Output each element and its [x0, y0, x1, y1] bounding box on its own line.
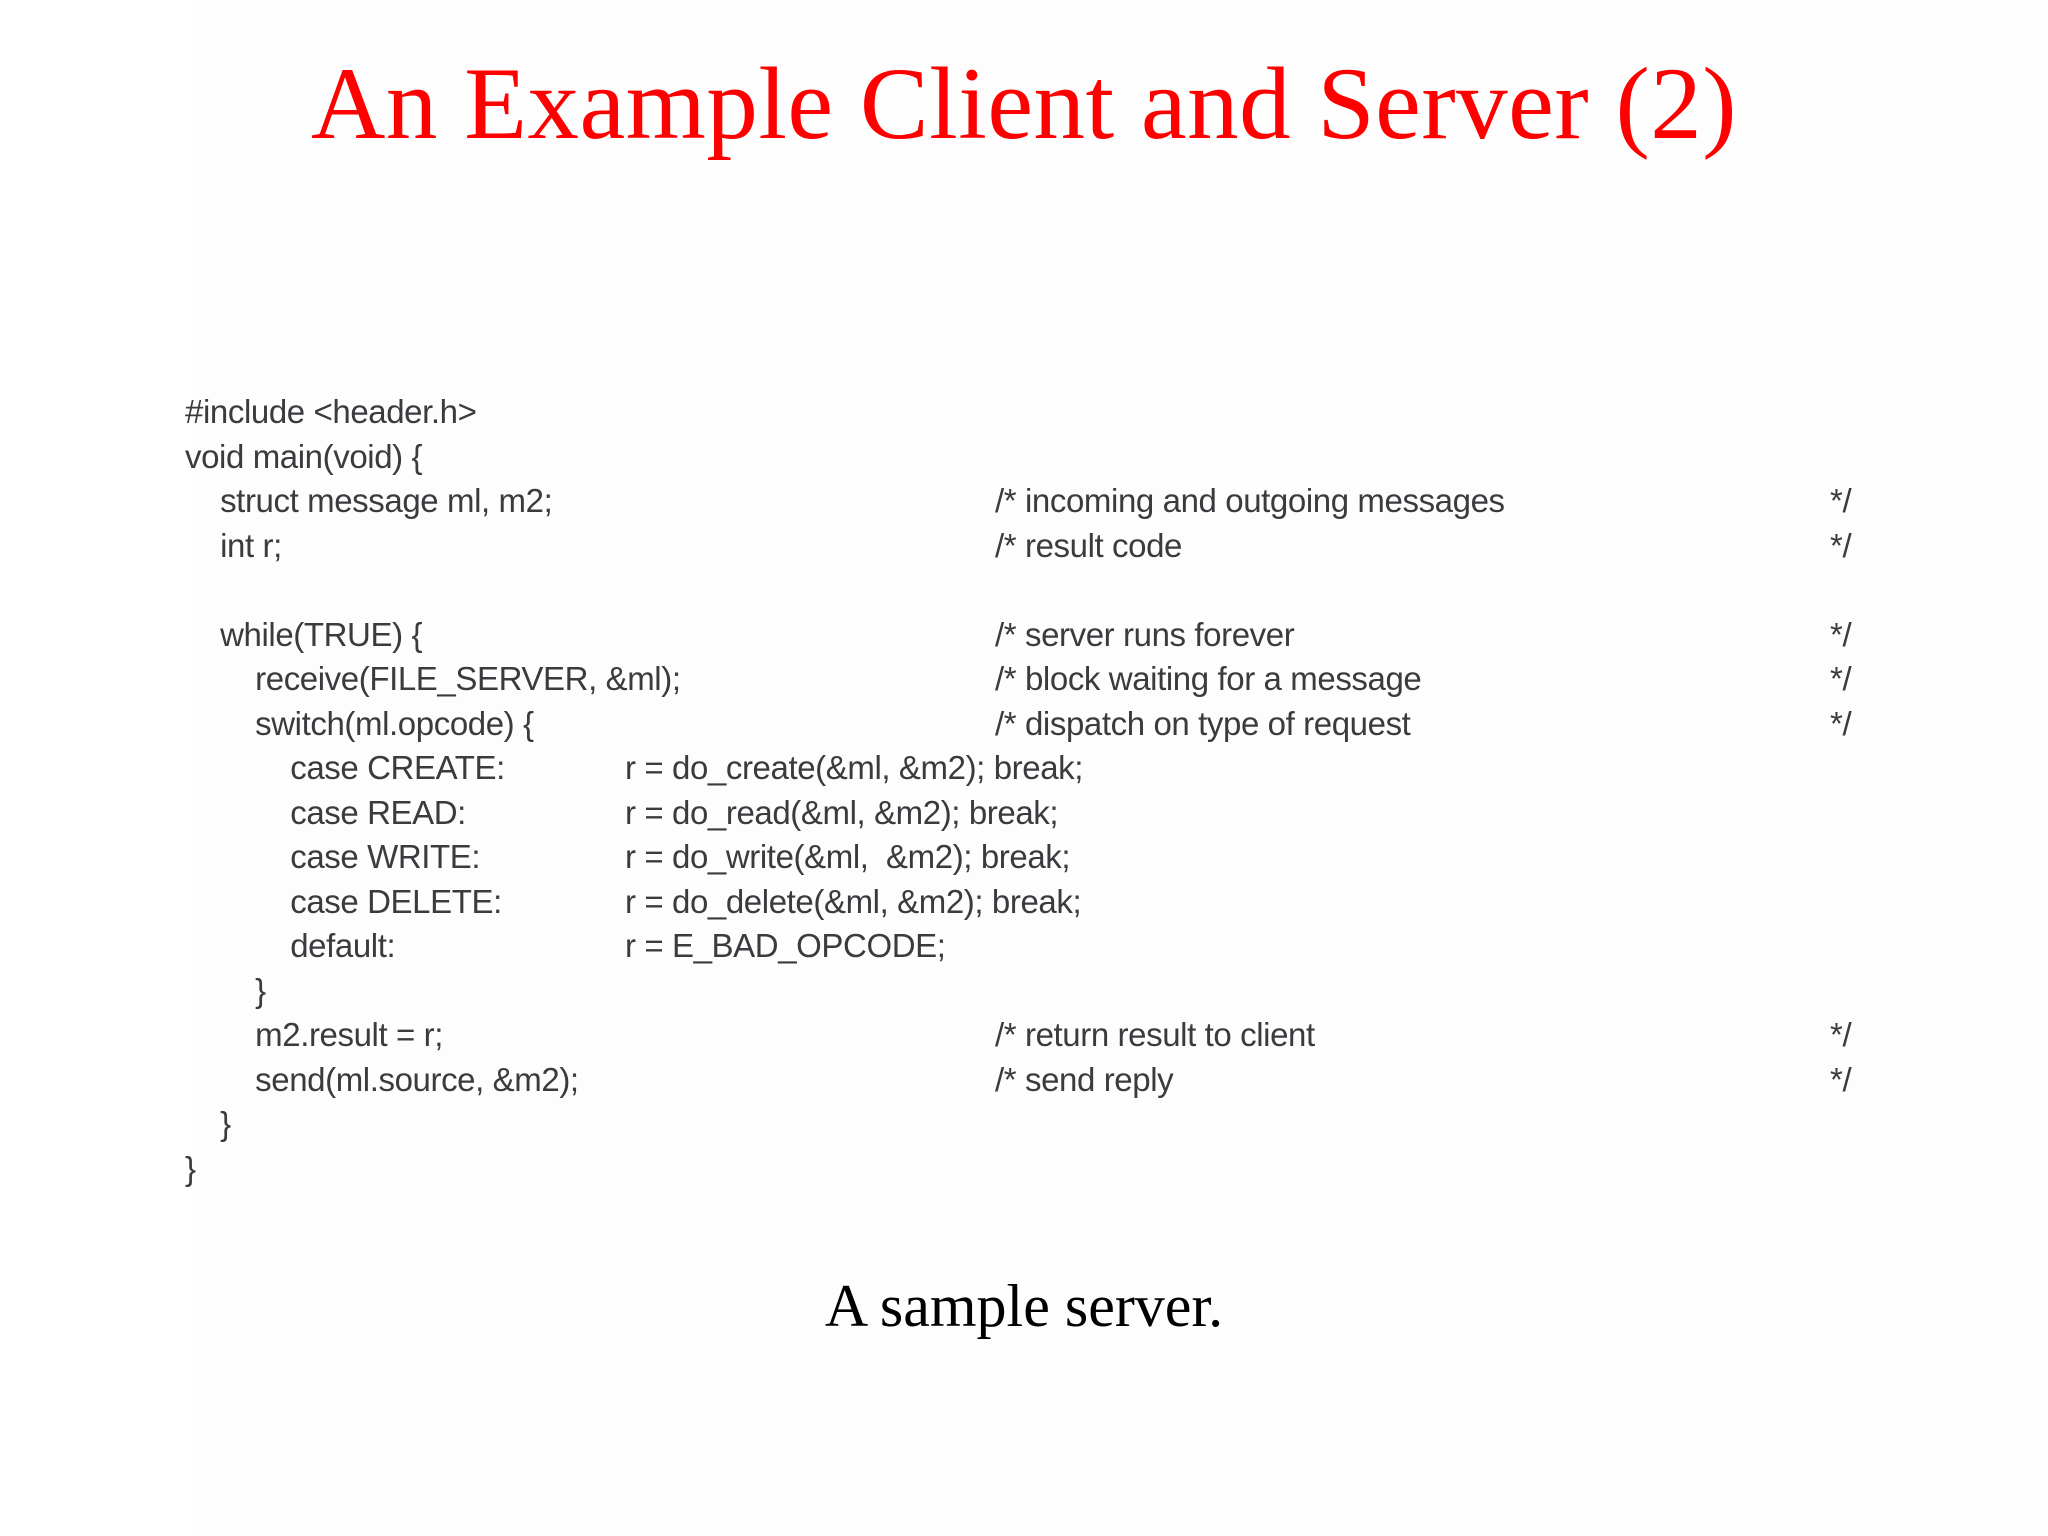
- case-body: r = do_delete(&ml, &m2); break;: [625, 882, 1082, 920]
- case-body: r = do_create(&ml, &m2); break;: [625, 749, 1084, 786]
- case-label: case WRITE:: [185, 838, 481, 875]
- code-comment: /* send reply: [995, 1060, 1174, 1098]
- code-case-row: case DELETE: r = do_delete(&ml, &m2); br…: [185, 880, 1945, 925]
- code-text: #include <header.h>: [185, 393, 477, 430]
- code-row: }: [185, 1147, 1945, 1192]
- code-text: receive(FILE_SERVER, &ml);: [185, 660, 681, 697]
- code-row: #include <header.h>: [185, 390, 1945, 435]
- case-label: case DELETE:: [185, 882, 502, 920]
- code-row-blank: [185, 568, 1945, 613]
- code-comment: /* block waiting for a message: [995, 660, 1422, 697]
- figure-caption: A sample server.: [824, 1273, 1224, 1339]
- code-case-row: case READ: r = do_read(&ml, &m2); break;: [185, 791, 1945, 836]
- code-text: }: [185, 1105, 231, 1142]
- code-row: void main(void) {: [185, 435, 1945, 480]
- code-comment: /* result code: [995, 526, 1183, 564]
- code-case-row: case CREATE: r = do_create(&ml, &m2); br…: [185, 746, 1945, 791]
- code-row: switch(ml.opcode) { /* dispatch on type …: [185, 702, 1945, 747]
- case-body: r = do_write(&ml, &m2); break;: [625, 838, 1071, 875]
- code-comment: /* server runs forever: [995, 615, 1295, 653]
- code-text: switch(ml.opcode) {: [185, 704, 534, 742]
- code-row: receive(FILE_SERVER, &ml); /* block wait…: [185, 657, 1945, 702]
- code-comment-close: */: [1830, 482, 1852, 519]
- code-row: }: [185, 1102, 1945, 1147]
- code-text: int r;: [185, 526, 282, 564]
- case-label: case READ:: [185, 793, 466, 831]
- code-text: }: [185, 1149, 196, 1187]
- case-body: r = do_read(&ml, &m2); break;: [625, 793, 1059, 831]
- code-case-row: default: r = E_BAD_OPCODE;: [185, 924, 1945, 969]
- code-case-row: case WRITE: r = do_write(&ml, &m2); brea…: [185, 835, 1945, 880]
- code-comment-close: */: [1830, 660, 1852, 697]
- code-text: m2.result = r;: [185, 1016, 444, 1053]
- code-row: m2.result = r; /* return result to clien…: [185, 1013, 1945, 1058]
- code-row: struct message ml, m2; /* incoming and o…: [185, 479, 1945, 524]
- code-listing-figure: #include <header.h> void main(void) { st…: [185, 390, 1945, 1187]
- code-row: }: [185, 969, 1945, 1014]
- case-label: default:: [185, 927, 396, 964]
- code-comment-close: */: [1830, 704, 1852, 742]
- code-text: }: [185, 971, 266, 1009]
- code-comment: /* incoming and outgoing messages: [995, 482, 1505, 519]
- case-label: case CREATE:: [185, 749, 505, 786]
- code-text: struct message ml, m2;: [185, 482, 553, 519]
- scanned-figure-region: [192, 0, 2048, 1536]
- code-row: while(TRUE) { /* server runs forever */: [185, 613, 1945, 658]
- page-title: An Example Client and Server (2): [310, 47, 1738, 161]
- case-body: r = E_BAD_OPCODE;: [625, 927, 946, 964]
- code-comment-close: */: [1830, 526, 1852, 564]
- code-comment-close: */: [1830, 1060, 1852, 1098]
- code-text: send(ml.source, &m2);: [185, 1060, 579, 1098]
- code-comment: /* dispatch on type of request: [995, 704, 1411, 742]
- code-text: while(TRUE) {: [185, 615, 423, 653]
- code-row: int r; /* result code */: [185, 524, 1945, 569]
- code-comment-close: */: [1830, 1016, 1852, 1053]
- code-text: void main(void) {: [185, 437, 423, 475]
- code-comment-close: */: [1830, 615, 1852, 653]
- code-comment: /* return result to client: [995, 1016, 1315, 1053]
- code-row: send(ml.source, &m2); /* send reply */: [185, 1058, 1945, 1103]
